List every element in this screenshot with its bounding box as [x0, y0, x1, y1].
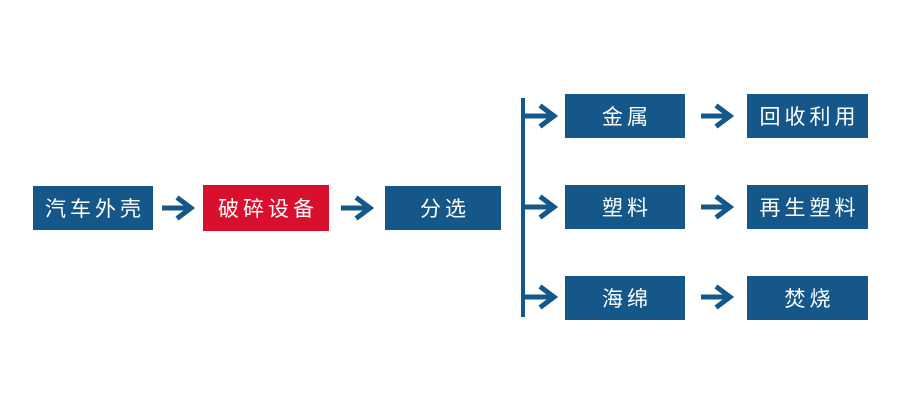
node-label: 再生塑料	[759, 196, 860, 220]
node-car-shell: 汽车外壳	[33, 186, 153, 230]
node-label: 分选	[420, 197, 470, 221]
arrow-right-icon	[700, 103, 734, 129]
node-label: 海绵	[602, 287, 652, 311]
arrow-right-icon	[161, 195, 195, 221]
arrow-right-icon	[524, 194, 558, 220]
node-sponge: 海绵	[565, 276, 685, 320]
arrow-right-icon	[700, 284, 734, 310]
node-recycling: 回收利用	[747, 94, 868, 138]
node-label: 回收利用	[759, 105, 860, 129]
node-label: 塑料	[602, 196, 652, 220]
node-label: 破碎设备	[218, 197, 318, 221]
node-metal: 金属	[565, 94, 685, 138]
node-label: 汽车外壳	[45, 197, 145, 221]
arrow-right-icon	[700, 194, 734, 220]
branch-connector-line	[521, 98, 525, 317]
arrow-right-icon	[524, 103, 558, 129]
node-recycled-plastic: 再生塑料	[747, 185, 868, 229]
node-incineration: 焚烧	[747, 276, 868, 320]
node-crushing-equipment: 破碎设备	[203, 185, 329, 231]
node-sorting: 分选	[385, 186, 501, 230]
node-label: 焚烧	[784, 287, 835, 311]
arrow-right-icon	[340, 195, 374, 221]
node-plastic: 塑料	[565, 185, 685, 229]
node-label: 金属	[602, 105, 652, 129]
arrow-right-icon	[524, 284, 558, 310]
